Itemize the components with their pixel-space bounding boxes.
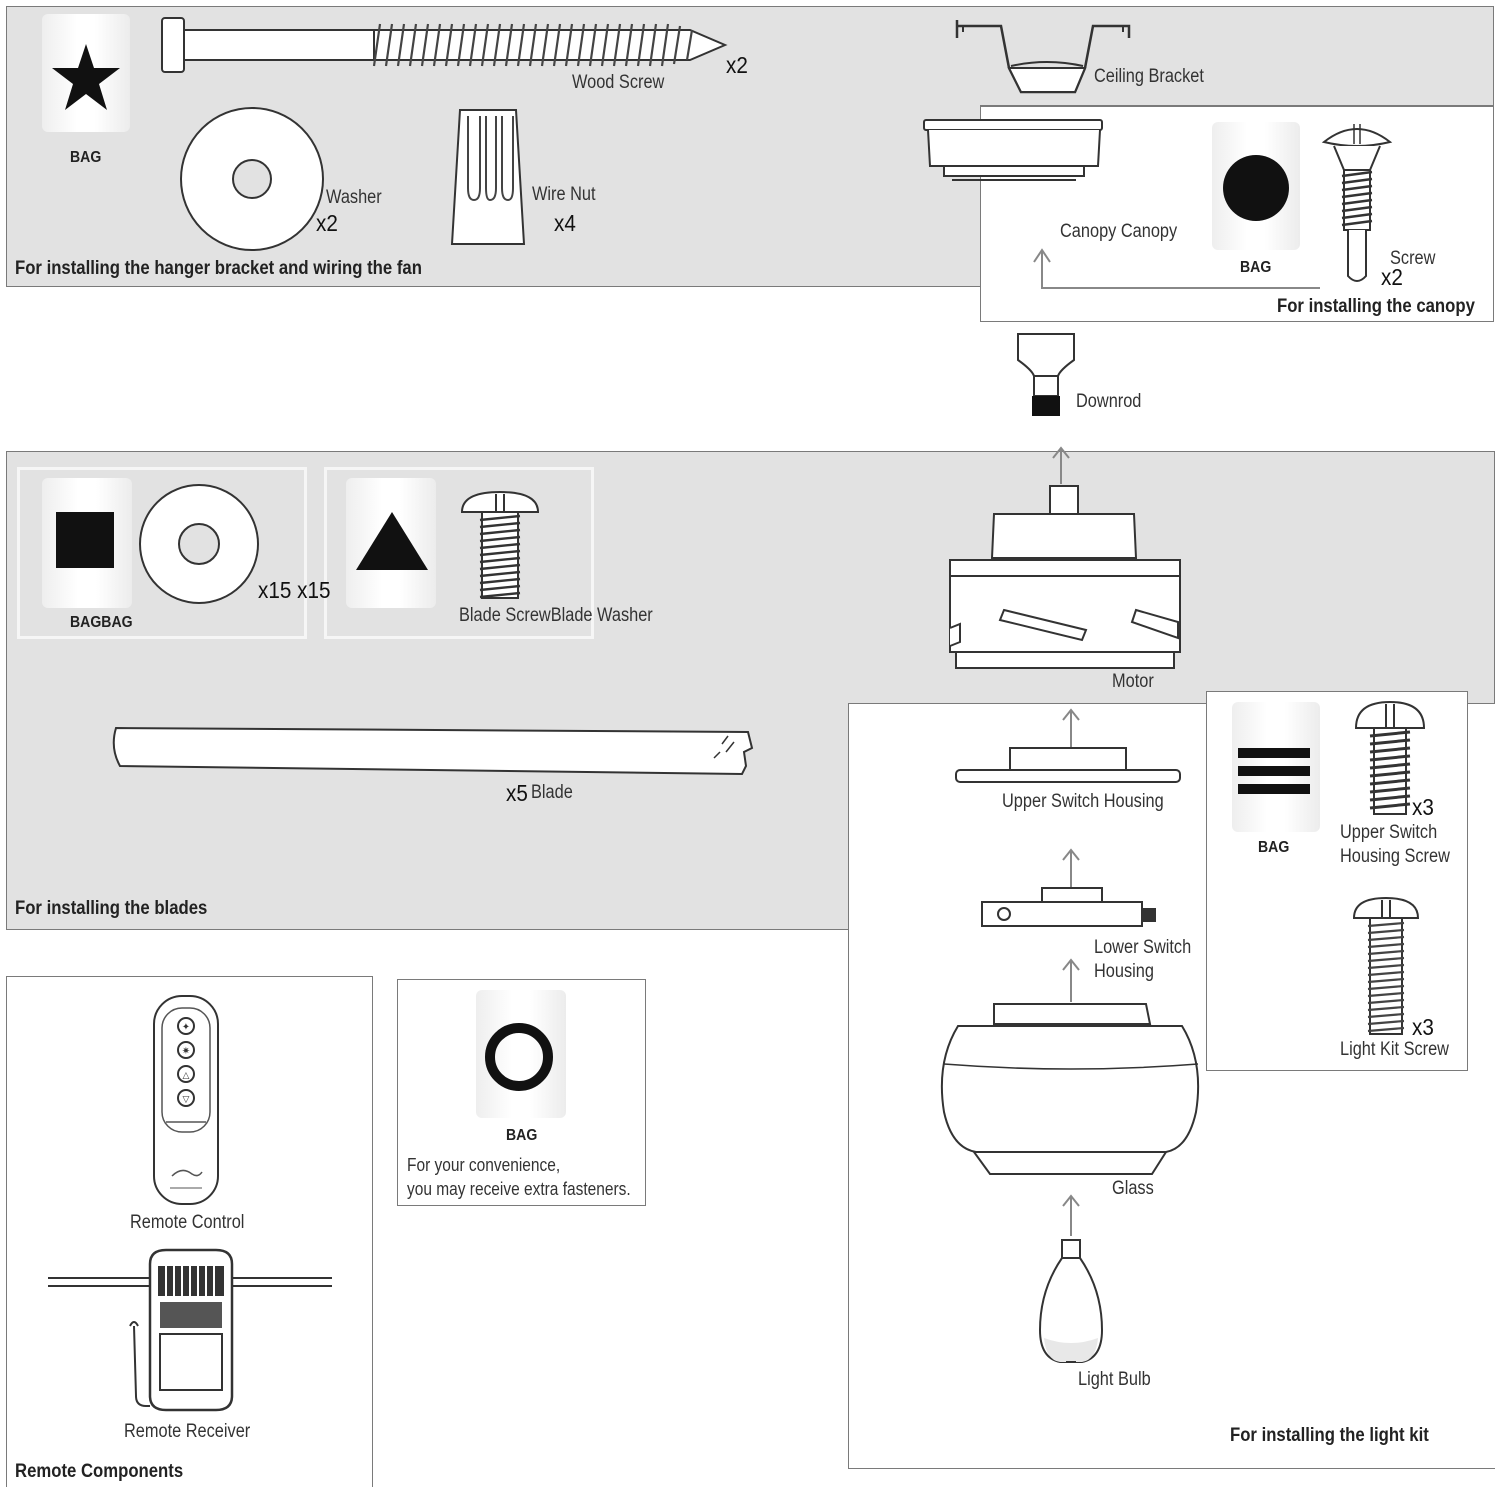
blade-label: Blade [531, 782, 573, 803]
light-bulb-label: Light Bulb [1078, 1369, 1151, 1390]
triangle-icon [356, 512, 428, 570]
motor-icon [949, 485, 1181, 669]
ceiling-bracket-label: Ceiling Bracket [1094, 66, 1204, 87]
arrow-up-icon [1062, 708, 1080, 748]
light-kit-screw-label: Light Kit Screw [1340, 1039, 1449, 1060]
blades-caption: For installing the blades [15, 898, 208, 919]
canopy-caption: For installing the canopy [1277, 296, 1475, 317]
lower-switch-housing-label: Lower Switch [1094, 937, 1192, 958]
upper-switch-housing-screw-label: Upper Switch [1340, 822, 1438, 843]
three-lines-icon [1238, 748, 1310, 794]
canopy-icon [923, 119, 1103, 181]
remote-receiver-label: Remote Receiver [124, 1421, 251, 1442]
motor-label: Motor [1112, 671, 1154, 692]
blade-washer-icon [139, 484, 259, 604]
blade-screw-icon [460, 490, 540, 599]
arrow-up-icon [1062, 1194, 1080, 1236]
blade-qty: x5 [506, 780, 528, 806]
circle-icon [1223, 155, 1289, 221]
wire-nut-qty: x4 [554, 210, 576, 236]
hanger-wiring-caption: For installing the hanger bracket and wi… [15, 258, 422, 279]
light-kit-caption: For installing the light kit [1230, 1425, 1429, 1446]
star-icon [52, 44, 120, 110]
bag-label: BAG [1258, 839, 1290, 856]
arrow-up-icon [1033, 248, 1320, 289]
square-icon [56, 512, 114, 568]
downrod-label: Downrod [1076, 391, 1142, 412]
upper-switch-housing-screw-qty: x3 [1412, 794, 1434, 820]
canopy-screw-qty: x2 [1381, 264, 1403, 290]
upper-switch-housing-icon [955, 747, 1181, 783]
upper-switch-housing-screw-label-2: Housing Screw [1340, 846, 1450, 867]
arrow-up-icon [1062, 848, 1080, 888]
extra-fasteners-note: For your convenience, [407, 1155, 561, 1175]
remote-components-caption: Remote Components [15, 1461, 184, 1482]
bag-label: BAG [506, 1127, 538, 1144]
wire-nut-label: Wire Nut [532, 184, 596, 205]
svg-text:✷: ✷ [182, 1046, 190, 1057]
wood-screw-icon [161, 17, 728, 73]
ceiling-bracket-icon [955, 20, 1131, 94]
remote-receiver-icon [48, 1248, 332, 1412]
upper-switch-housing-screw-icon [1354, 700, 1426, 815]
blade-icon [112, 726, 754, 776]
wire-nut-icon [450, 109, 526, 245]
blade-washer-box [17, 467, 307, 639]
svg-text:▽: ▽ [183, 1095, 190, 1105]
extra-fasteners-note-2: you may receive extra fasteners. [407, 1179, 631, 1199]
glass-label: Glass [1112, 1178, 1154, 1199]
canopy-screw-label: Screw [1390, 248, 1436, 269]
blade-screw-label: Blade ScrewBlade Washer [459, 605, 653, 626]
blade-washer-qty: x15 x15 [258, 577, 331, 603]
canopy-label: Canopy Canopy [1060, 221, 1178, 242]
light-bulb-icon [1038, 1239, 1104, 1363]
lower-switch-housing-icon [981, 887, 1156, 927]
bag-label: BAGBAG [70, 614, 133, 631]
light-kit-screw-icon [1352, 896, 1420, 1035]
glass-icon [940, 1003, 1200, 1175]
lower-switch-housing-label-2: Housing [1094, 961, 1154, 982]
washer-icon [180, 107, 324, 251]
remote-control-label: Remote Control [130, 1212, 245, 1233]
wood-screw-label: Wood Screw [572, 72, 665, 93]
wood-screw-qty: x2 [726, 52, 748, 78]
remote-control-icon: ✦ ✷ △ ▽ [153, 995, 219, 1205]
bag-label: BAG [1240, 259, 1272, 276]
downrod-icon [1017, 333, 1075, 416]
svg-text:△: △ [183, 1071, 190, 1081]
arrow-up-icon [1062, 958, 1080, 1002]
arrow-up-icon [1052, 446, 1070, 484]
svg-text:✦: ✦ [182, 1022, 190, 1033]
upper-switch-housing-label: Upper Switch Housing [1002, 791, 1164, 812]
washer-qty: x2 [316, 210, 338, 236]
blade-screw-box [324, 467, 594, 639]
bag-label: BAG [70, 149, 102, 166]
ring-icon [485, 1023, 553, 1091]
light-kit-screw-qty: x3 [1412, 1014, 1434, 1040]
washer-label: Washer [326, 187, 382, 208]
canopy-screw-icon [1321, 124, 1393, 282]
